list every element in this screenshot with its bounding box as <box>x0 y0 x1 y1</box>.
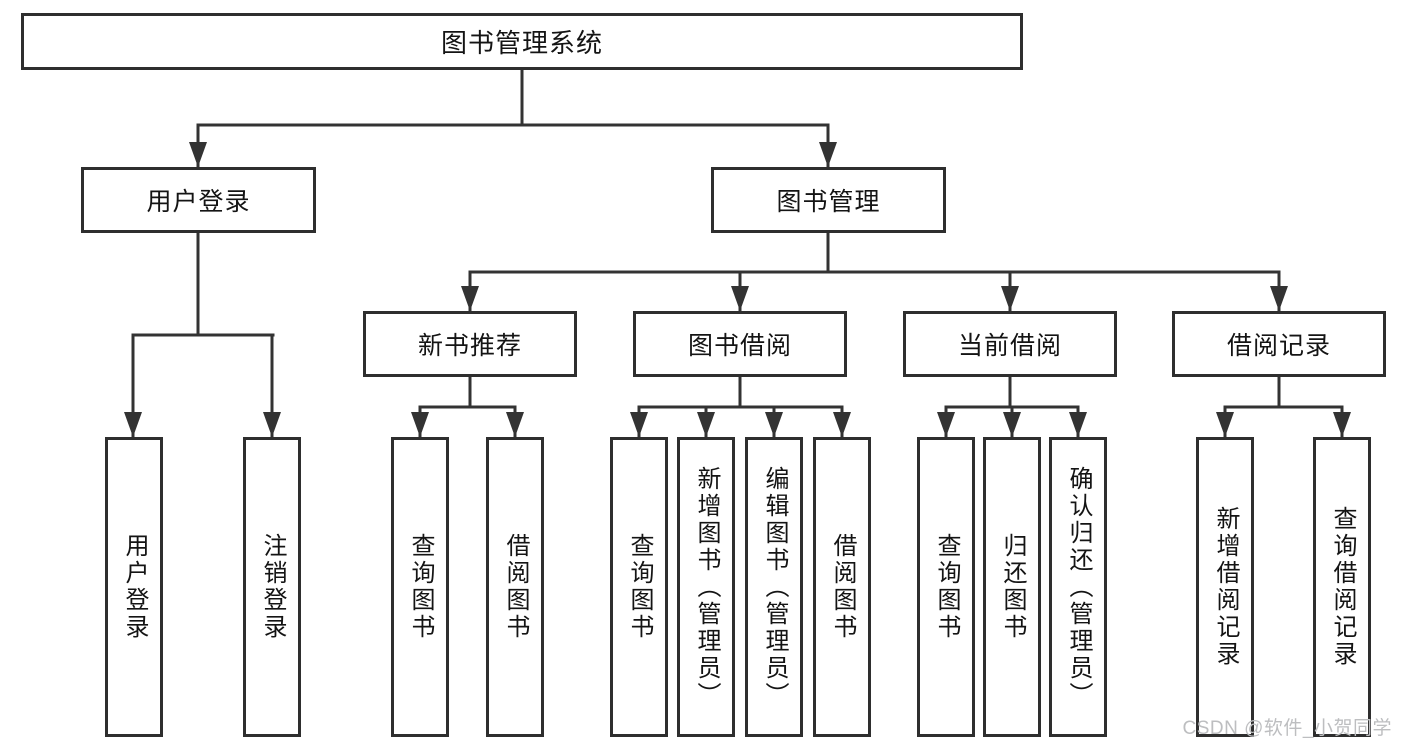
leaf-return-books: 归还图书 <box>983 437 1041 737</box>
node-user-login: 用户登录 <box>81 167 316 233</box>
leaf-query-books-borrowing: 查询图书 <box>610 437 668 737</box>
leaf-add-borrowing-record: 新增借阅记录 <box>1196 437 1254 737</box>
leaf-edit-books-admin: 编辑图书（管理员） <box>745 437 803 737</box>
leaf-query-books-recommend: 查询图书 <box>391 437 449 737</box>
leaf-query-borrowing-record: 查询借阅记录 <box>1313 437 1371 737</box>
leaf-logout: 注销登录 <box>243 437 301 737</box>
leaf-query-books-current: 查询图书 <box>917 437 975 737</box>
node-book-management: 图书管理 <box>711 167 946 233</box>
watermark: CSDN @软件_小贺同学 <box>1182 718 1392 739</box>
node-new-book-recommendation: 新书推荐 <box>363 311 577 377</box>
leaf-borrow-books: 借阅图书 <box>813 437 871 737</box>
leaf-add-books-admin: 新增图书（管理员） <box>677 437 735 737</box>
leaf-confirm-return-admin: 确认归还（管理员） <box>1049 437 1107 737</box>
node-current-borrowing: 当前借阅 <box>903 311 1117 377</box>
leaf-user-login: 用户登录 <box>105 437 163 737</box>
leaf-borrow-books-recommend: 借阅图书 <box>486 437 544 737</box>
node-book-borrowing: 图书借阅 <box>633 311 847 377</box>
node-borrowing-records: 借阅记录 <box>1172 311 1386 377</box>
node-library-system: 图书管理系统 <box>21 13 1023 70</box>
